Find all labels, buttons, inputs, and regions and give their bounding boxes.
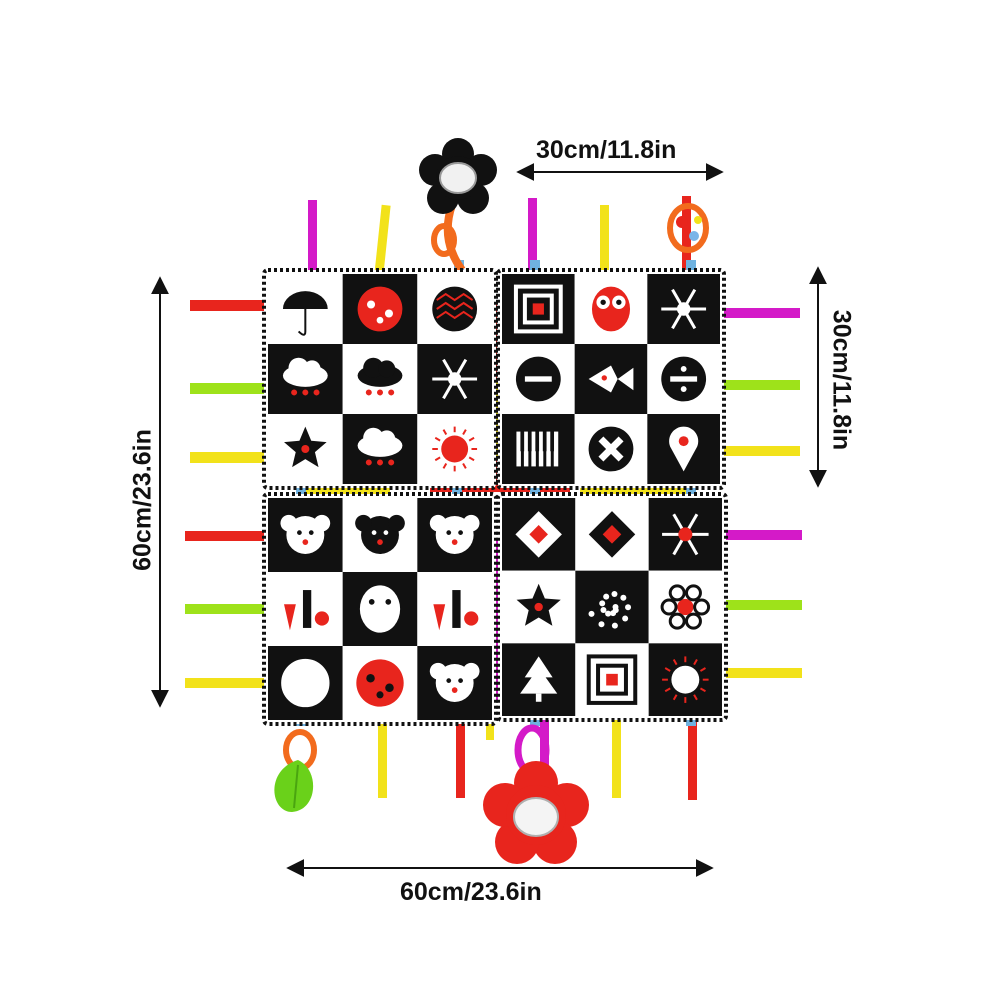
atom-icon [661, 288, 707, 330]
panel-tile [574, 414, 648, 484]
panel-tile [647, 344, 720, 414]
panel-tile [647, 414, 720, 484]
number-two-strawberry-icon [433, 590, 479, 631]
panel-tile [575, 643, 649, 716]
panel-tile [648, 498, 722, 571]
panel-tile [648, 643, 722, 716]
x-circle-icon [588, 426, 634, 472]
panel-tile [268, 572, 343, 646]
pine-tree-icon [520, 656, 558, 702]
panel-tile [342, 572, 418, 646]
panel-tile [417, 572, 492, 646]
cloud-rain-icon [282, 357, 328, 396]
panel-tile [575, 570, 649, 644]
sun-icon [432, 426, 478, 472]
panel-tile [268, 414, 343, 484]
dimension-label-top: 30cm/11.8in [536, 136, 677, 164]
lion-icon [355, 514, 405, 554]
panel-tile [502, 498, 576, 571]
koala-icon [429, 514, 480, 554]
map-pin-icon [669, 426, 699, 472]
ladybug-icon [357, 286, 403, 332]
fabric-panel [496, 492, 728, 722]
concentric-circles-icon [281, 658, 330, 708]
divide-circle-icon [661, 356, 707, 402]
panel-tile [417, 274, 492, 344]
minus-circle-icon [515, 356, 561, 402]
snail-icon [429, 662, 480, 702]
cloud-thunder-icon [357, 357, 403, 396]
dot-spiral-icon [588, 590, 632, 629]
elephant-icon [280, 514, 331, 554]
panel-tile [574, 344, 648, 414]
panel-tile [268, 646, 343, 720]
panel-grid [262, 268, 728, 726]
diamond-cluster-icon [515, 511, 562, 558]
nested-squares-icon [586, 654, 638, 705]
fabric-panel [496, 268, 726, 490]
ornament-icon [432, 286, 478, 332]
dimension-label-bottom: 60cm/23.6in [400, 878, 542, 906]
panel-tile [575, 498, 649, 571]
panel-tile [502, 570, 576, 644]
hexagon-flower-icon [660, 584, 711, 630]
rattle-ring-toy [667, 203, 709, 253]
star-face-icon [284, 426, 327, 468]
number-one-carrot-icon [284, 590, 330, 631]
panel-tile [342, 274, 418, 344]
moon-cloud-icon [357, 427, 403, 466]
panel-tile [417, 498, 492, 572]
panel-tile [417, 414, 492, 484]
panel-tile [268, 344, 343, 414]
piano-keys-icon [515, 430, 560, 468]
dimension-label-left: 60cm/23.6in [128, 429, 157, 571]
panel-tile [502, 274, 575, 344]
panel-tile [502, 344, 575, 414]
panel-tile [648, 570, 722, 644]
red-flower-mirror-toy [483, 724, 589, 864]
panel-tile [647, 274, 720, 344]
black-flower-mirror-toy [419, 138, 497, 273]
panel-tile [417, 646, 492, 720]
panel-tile [268, 498, 343, 572]
star-square-icon [516, 583, 561, 626]
panel-tile [574, 274, 648, 344]
snowflake-icon [432, 358, 478, 400]
panel-tile [342, 414, 418, 484]
fish-icon [588, 365, 634, 393]
panel-tile [417, 344, 492, 414]
owl-stripes-icon [359, 585, 401, 633]
umbrella-icon [282, 291, 328, 336]
panel-tile [502, 414, 575, 484]
fabric-panel [262, 492, 498, 726]
star-burst-icon [662, 513, 709, 556]
panel-tile [342, 646, 418, 720]
owl-icon [591, 286, 631, 332]
sun-dots-icon [662, 656, 709, 703]
number-three-apple-icon [356, 659, 404, 707]
panel-tile [502, 643, 576, 716]
checker-pattern-icon [513, 284, 563, 334]
panel-tile [342, 498, 418, 572]
dimension-label-right: 30cm/11.8in [827, 309, 856, 451]
green-leaf-teether-toy [274, 729, 317, 812]
panel-tile [342, 344, 418, 414]
fabric-panel [262, 268, 498, 490]
panel-tile [268, 274, 343, 344]
